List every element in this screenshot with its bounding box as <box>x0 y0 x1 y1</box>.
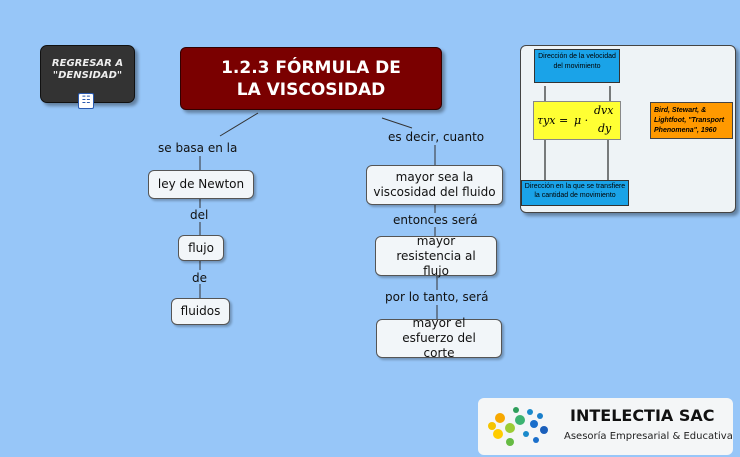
concept-node[interactable]: fluidos <box>171 298 230 325</box>
concept-node[interactable]: flujo <box>178 235 224 261</box>
momentum-direction-label: Dirección en la que se transfiere la can… <box>521 180 629 206</box>
citation: Bird, Stewart, & Lightfoot, "Transport P… <box>650 102 733 139</box>
link-label: entonces será <box>393 213 478 227</box>
formula-box: τyx = μ · dvx dy <box>533 101 621 140</box>
logo-tagline: Asesoría Empresarial & Educativa <box>564 431 733 442</box>
link-label: es decir, cuanto <box>388 130 485 144</box>
intelectia-logo: INTELECTIA SAC Asesoría Empresarial & Ed… <box>478 398 733 455</box>
concept-map-link-icon[interactable]: ☷ <box>78 93 94 109</box>
link-label: se basa en la <box>158 141 238 155</box>
page-title: 1.2.3 FÓRMULA DE LA VISCOSIDAD <box>180 47 442 110</box>
back-button-label: REGRESAR A "DENSIDAD" <box>51 58 124 81</box>
logo-name: INTELECTIA SAC <box>570 406 715 425</box>
link-label: del <box>190 208 209 222</box>
concept-node[interactable]: mayor resistencia al flujo <box>375 234 497 278</box>
viscosity-figure[interactable]: τyx = μ · dvx dy Dirección de la velocid… <box>520 45 736 213</box>
concept-node[interactable]: ley de Newton <box>148 170 254 199</box>
concept-node[interactable]: mayor sea la viscosidad del fluido <box>366 165 503 205</box>
brain-network-icon <box>488 407 548 446</box>
concept-node[interactable]: mayor el esfuerzo del corte <box>376 316 502 360</box>
link-label: por lo tanto, será <box>385 290 489 304</box>
velocity-direction-label: Dirección de la velocidad del movimiento <box>534 49 620 83</box>
link-label: de <box>192 271 207 285</box>
